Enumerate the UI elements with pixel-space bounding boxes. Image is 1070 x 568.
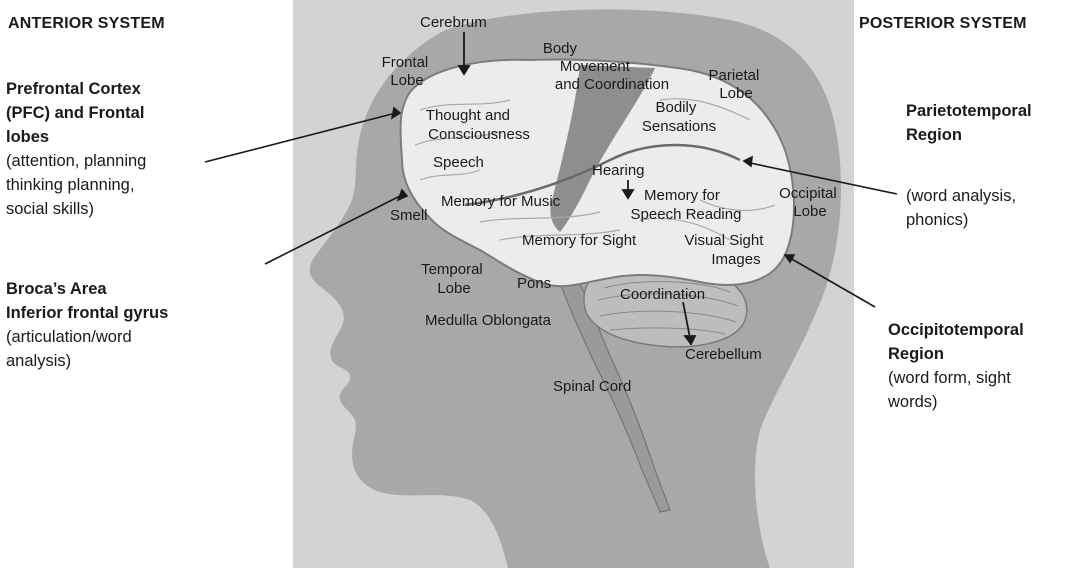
broca-desc-line: analysis) — [6, 352, 72, 370]
pfc-title-line: (PFC) and Frontal — [6, 104, 145, 122]
parietotemporal-connector — [749, 162, 898, 195]
label-temporal-lobe: Temporal Lobe — [421, 261, 487, 297]
pfc-connector — [204, 113, 393, 163]
occipitotemporal-annotation: Occipitotemporal Region (word form, sigh… — [888, 318, 1066, 414]
parietotemporal-title-line: Parietotemporal — [906, 102, 1032, 120]
label-memory-sight: Memory for Sight — [522, 232, 637, 249]
label-cerebrum: Cerebrum — [420, 14, 487, 31]
broca-desc-line: (articulation/word — [6, 328, 132, 346]
diagram-pointers — [457, 32, 697, 346]
pfc-desc-line: social skills) — [6, 200, 95, 218]
label-visual-sight: Visual Sight Images — [684, 232, 767, 268]
label-memory-speech: Memory for Speech Reading — [631, 187, 742, 223]
label-bodily-sensations: Bodily Sensations — [642, 99, 716, 135]
label-coordination: Coordination — [620, 286, 705, 303]
motor-strip — [550, 65, 655, 232]
label-thought: Thought and Consciousness — [426, 107, 530, 143]
pfc-desc-line: (attention, planning — [6, 152, 147, 170]
parietotemporal-annotation: Parietotemporal Region — [906, 99, 1066, 147]
broca-annotation: Broca’s Area Inferior frontal gyrus (art… — [6, 277, 206, 373]
label-cerebellum: Cerebellum — [685, 346, 762, 363]
pfc-title-line: Prefrontal Cortex — [6, 80, 141, 98]
pfc-annotation: Prefrontal Cortex (PFC) and Frontal lobe… — [6, 77, 201, 221]
lateral-sulcus — [464, 143, 741, 207]
label-smell: Smell — [390, 207, 428, 224]
label-medulla: Medulla Oblongata — [425, 312, 552, 329]
parietotemporal-desc: (word analysis, phonics) — [906, 184, 1066, 232]
occipitotemporal-desc-line: words) — [888, 393, 938, 411]
parietotemporal-title-line: Region — [906, 126, 962, 144]
label-hearing: Hearing — [592, 162, 645, 179]
cerebellum-folds — [597, 281, 739, 335]
spinal-cord — [559, 274, 671, 513]
parietotemporal-desc-line: phonics) — [906, 211, 969, 229]
cerebrum — [399, 58, 795, 288]
label-spinal-cord: Spinal Cord — [553, 378, 631, 395]
parietotemporal-desc-line: (word analysis, — [906, 187, 1017, 205]
broca-title-line: Inferior frontal gyrus — [6, 304, 169, 322]
posterior-heading: POSTERIOR SYSTEM — [859, 15, 1027, 32]
label-frontal-lobe: Frontal Lobe — [382, 54, 433, 89]
connector-lines — [204, 106, 898, 308]
label-speech: Speech — [433, 154, 484, 171]
occipitotemporal-connector — [789, 257, 876, 308]
anterior-heading: ANTERIOR SYSTEM — [8, 15, 165, 32]
pfc-title-line: lobes — [6, 128, 50, 146]
label-pons: Pons — [517, 275, 551, 292]
broca-title-line: Broca’s Area — [6, 280, 107, 298]
broca-connector — [264, 195, 401, 265]
brain-gyri — [414, 98, 776, 241]
label-body-movement: Body Movement and Coordination — [543, 40, 669, 93]
pfc-desc-line: thinking planning, — [6, 176, 135, 194]
occipitotemporal-desc-line: (word form, sight — [888, 369, 1011, 387]
label-occipital-lobe: Occipital Lobe — [779, 185, 841, 220]
label-memory-music: Memory for Music — [441, 193, 561, 210]
occipitotemporal-title-line: Region — [888, 345, 944, 363]
label-parietal-lobe: Parietal Lobe — [708, 67, 763, 102]
occipitotemporal-title-line: Occipitotemporal — [888, 321, 1024, 339]
